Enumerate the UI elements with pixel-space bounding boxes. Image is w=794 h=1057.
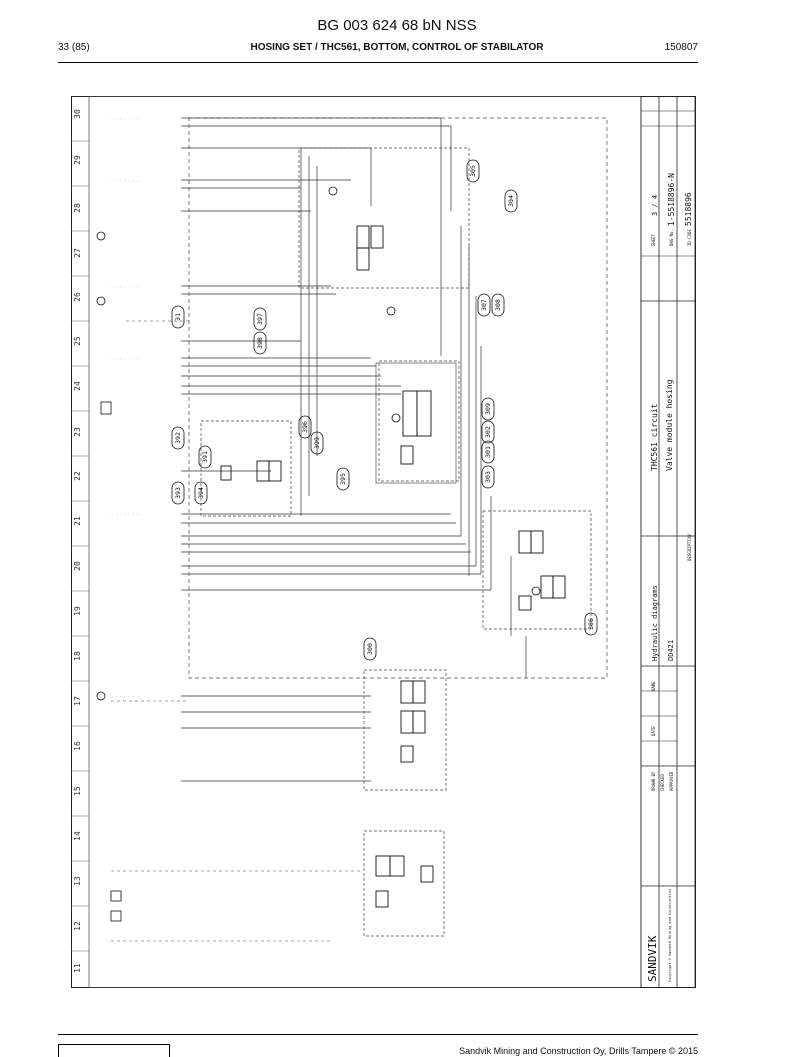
grid-number: 11 — [73, 963, 82, 973]
grid-number: 14 — [73, 831, 82, 841]
callout-label: 308 — [494, 299, 502, 311]
callout-label: 303 — [484, 471, 492, 483]
callout-label: 301 — [484, 446, 492, 458]
grid-number: 25 — [73, 336, 82, 346]
id-value: 5518896 — [684, 192, 693, 226]
section-title: HOSING SET / THC561, BOTTOM, CONTROL OF … — [250, 42, 544, 53]
callout-label: 399 — [313, 437, 321, 449]
callout-label: 305 — [469, 165, 477, 177]
grid-number: 18 — [73, 651, 82, 661]
svg-text:· · · · · · ·: · · · · · · · — [111, 117, 138, 121]
grid-number: 26 — [73, 292, 82, 302]
id-label: ID-CODE — [687, 229, 692, 246]
machine-text: DD421 — [667, 640, 675, 661]
grid-number: 23 — [73, 427, 82, 437]
grid-number: 16 — [73, 741, 82, 751]
checked-label: CHECKED — [660, 774, 665, 791]
grid-number: 29 — [73, 155, 82, 165]
grid-number: 13 — [73, 876, 82, 886]
callout-label: 302 — [484, 426, 492, 438]
callout-label: 398 — [256, 337, 264, 349]
title-block-logo: SANDVIK — [646, 935, 659, 982]
grid-number: 15 — [73, 786, 82, 796]
title-line-1: THC561 circuit — [650, 403, 659, 471]
grid-number: 30 — [73, 109, 82, 119]
grid-number: 19 — [73, 606, 82, 616]
callout-label: 307 — [480, 299, 488, 311]
callout-label: 394 — [197, 487, 205, 499]
grid-number: 12 — [73, 921, 82, 931]
date-label: DATE — [651, 726, 656, 736]
callout-label: 31 — [174, 313, 182, 321]
svg-text:· · · · · · ·: · · · · · · · — [111, 513, 138, 517]
title-line-2: Valve module hosing — [665, 379, 674, 471]
footer-divider — [58, 1034, 698, 1035]
dwg-label: DWG No. — [669, 229, 674, 246]
hydraulic-schematic: 30 29 28 27 26 25 24 23 22 21 20 19 18 1… — [71, 96, 696, 988]
sheet-label: SHEET — [651, 233, 656, 246]
svg-text:· · · · · · ·: · · · · · · · — [111, 695, 138, 699]
description-label: DESCRIPTION — [687, 534, 692, 561]
callout-label: 393 — [174, 487, 182, 499]
title-block-copyright: Copyright © Sandvik Mining and Construct… — [668, 889, 672, 982]
header-divider — [58, 62, 698, 63]
callout-label: 309 — [484, 403, 492, 415]
subject-text: Hydraulic diagrams — [651, 585, 659, 661]
svg-text:· · · · · · ·: · · · · · · · — [111, 357, 138, 361]
grid-number: 20 — [73, 561, 82, 571]
callout-label: 397 — [256, 313, 264, 325]
callout-label: 396 — [301, 421, 309, 433]
footer-text: Sandvik Mining and Construction Oy, Dril… — [459, 1046, 698, 1056]
grid-number: 21 — [73, 516, 82, 526]
dwg-value: 1-5518896-N — [667, 173, 676, 226]
grid-number: 24 — [73, 381, 82, 391]
callout-label: 300 — [366, 643, 374, 655]
grid-number: 17 — [73, 696, 82, 706]
grid-number: 28 — [73, 203, 82, 213]
callout-label: 395 — [339, 473, 347, 485]
approved-label: APPROVED — [669, 771, 674, 791]
drawing-sheet: 30 29 28 27 26 25 24 23 22 21 20 19 18 1… — [71, 96, 696, 988]
name-label: NAME — [651, 681, 656, 691]
svg-text:· · · · · · ·: · · · · · · · — [111, 285, 138, 289]
callout-label: 391 — [201, 451, 209, 463]
callout-label: 392 — [174, 432, 182, 444]
sheet-value: 3 / 4 — [651, 195, 659, 216]
svg-text:· · · · · · ·: · · · · · · · — [111, 179, 138, 183]
callout-label: 306 — [587, 618, 595, 630]
drawn-by-label: DRAWN BY — [651, 771, 656, 791]
grid-number: 22 — [73, 471, 82, 481]
grid-number: 27 — [73, 248, 82, 258]
date-code: 150807 — [664, 42, 698, 53]
callout-label: 304 — [507, 195, 515, 207]
footer-logo — [58, 1044, 170, 1057]
page-number: 33 (85) — [58, 42, 90, 53]
document-number: BG 003 624 68 bN NSS — [317, 17, 477, 34]
